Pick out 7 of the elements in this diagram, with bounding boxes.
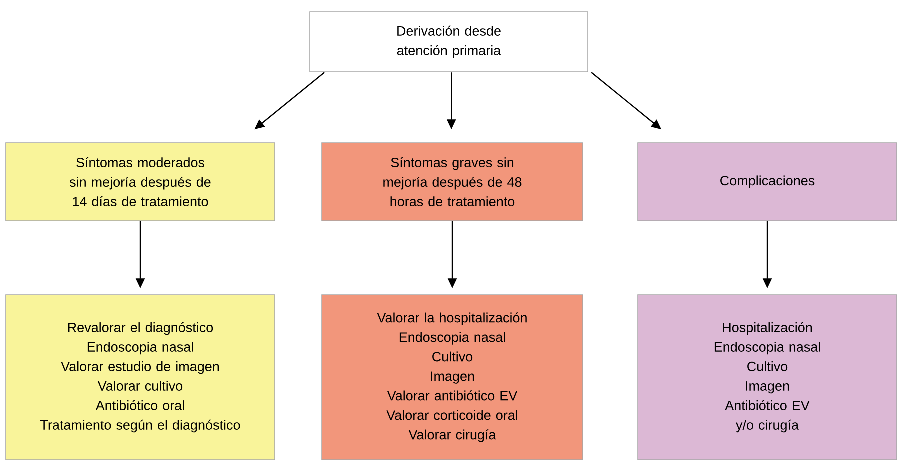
process-box: Síntomas moderados sin mejoría después de 14 días de tratamiento	[6, 142, 276, 222]
action-box: Hospitalización Endoscopia nasal Cultivo Imagen Antibiótico EV y/o cirugía	[638, 294, 898, 460]
process-box: Complicaciones	[638, 142, 898, 222]
action-box: Revalorar el diagnóstico Endoscopia nasal Valorar estudio de imagen Valorar cultivo Antibiótico oral Tratamiento según el diagnóstico	[6, 294, 276, 460]
process-box: Síntomas graves sin mejoría después de 48 horas de tratamiento	[322, 142, 584, 222]
start-box: Derivación desde atención primaria	[310, 12, 588, 72]
action-box: Valorar la hospitalización Endoscopia nasal Cultivo Imagen Valorar antibiótico EV Valorar corticoide oral Valorar cirugía	[322, 294, 584, 460]
